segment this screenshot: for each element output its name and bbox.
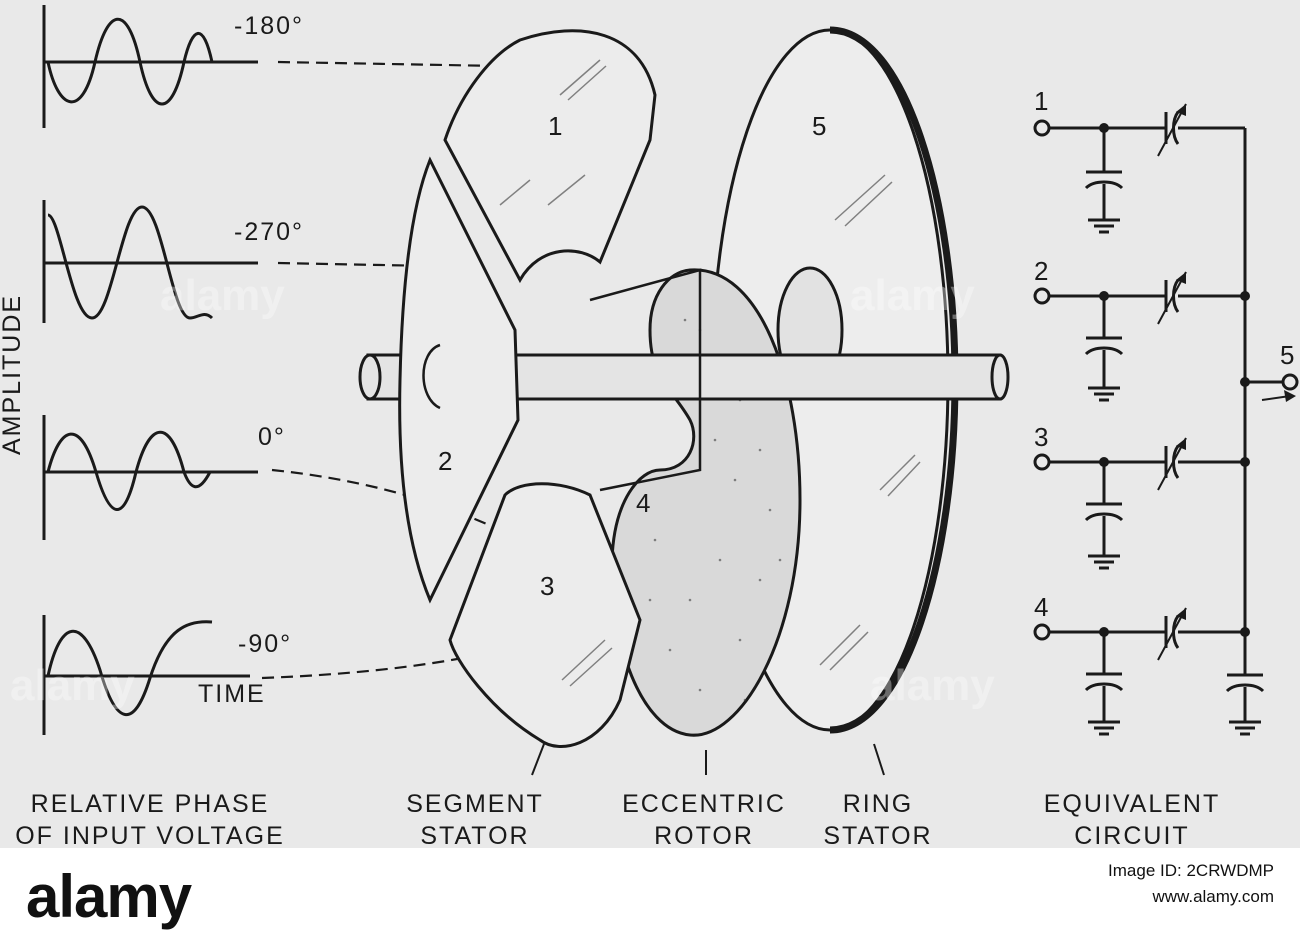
caption-equivalent-circuit-line1: EQUIVALENT xyxy=(1044,790,1221,818)
hatching xyxy=(499,59,921,687)
waveform-3 xyxy=(46,430,212,511)
caption-segment-stator-line2: STATOR xyxy=(420,822,529,848)
caption-equivalent-circuit-line2: CIRCUIT xyxy=(1074,822,1189,848)
phase-label-minus-270: -270° xyxy=(234,218,304,246)
segment-label-5: 5 xyxy=(812,111,826,141)
segment-stator-center xyxy=(589,268,702,492)
watermark-text-3: alamy xyxy=(10,661,135,710)
circuit-output-label-5: 5 xyxy=(1280,340,1294,370)
shaft-end-left xyxy=(358,353,382,401)
waveform-2 xyxy=(47,205,214,320)
circuit-terminal-label-2: 2 xyxy=(1034,256,1048,286)
input-terminal-1 xyxy=(1033,119,1051,137)
watermark-text-1: alamy xyxy=(160,271,285,320)
amplitude-axis-label: AMPLITUDE xyxy=(0,294,26,455)
phase-label-minus-90: -90° xyxy=(238,630,292,658)
shaft-end-right xyxy=(990,353,1010,401)
footer-bar: alamy Image ID: 2CRWDMP www.alamy.com xyxy=(0,848,1300,939)
segment-label-1: 1 xyxy=(548,111,562,141)
segment-label-4: 4 xyxy=(636,488,650,518)
waveform-panel xyxy=(42,5,258,735)
footer-site[interactable]: www.alamy.com xyxy=(1152,887,1274,906)
footer-meta: Image ID: 2CRWDMP www.alamy.com xyxy=(1108,858,1274,910)
caption-eccentric-rotor-line2: ROTOR xyxy=(654,822,754,848)
arrow-minus-270-to-segment-2 xyxy=(277,261,433,268)
input-terminal-3 xyxy=(1033,453,1051,471)
caption-segment-stator-line1: SEGMENT xyxy=(406,790,544,818)
watermark-text-4: alamy xyxy=(870,661,995,710)
caption-ring-stator-line2: STATOR xyxy=(823,822,932,848)
caption-eccentric-rotor-line1: ECCENTRIC xyxy=(622,790,786,818)
arrow-minus-90-to-segment-4 xyxy=(261,589,656,680)
footer-image-id: Image ID: 2CRWDMP xyxy=(1108,861,1274,880)
circuit-terminal-label-1: 1 xyxy=(1034,86,1048,116)
watermark: alamy alamy alamy alamy xyxy=(10,271,995,710)
equivalent-circuit xyxy=(1033,103,1299,736)
segment-stator-blade-3 xyxy=(448,482,642,748)
waveform-4 xyxy=(46,620,213,716)
segment-stator-blade-1 xyxy=(443,29,657,284)
input-terminal-2 xyxy=(1033,287,1051,305)
segment-label-2: 2 xyxy=(438,446,452,476)
phase-shifter-diagram: AMPLITUDE -180° -270° 0° -90° TIME xyxy=(0,5,1299,848)
caption-relative-phase-line2: OF INPUT VOLTAGE xyxy=(15,822,285,848)
capacitor-assembly xyxy=(358,26,1010,748)
output-terminal xyxy=(1281,373,1299,391)
segment-stator-blade-2 xyxy=(398,156,520,604)
waveform-1 xyxy=(46,17,214,106)
caption-relative-phase-line1: RELATIVE PHASE xyxy=(31,790,270,818)
segment-label-3: 3 xyxy=(540,571,554,601)
circuit-terminal-label-4: 4 xyxy=(1034,592,1048,622)
phase-label-zero: 0° xyxy=(258,423,286,451)
footer-logo[interactable]: alamy xyxy=(26,863,192,930)
rotation-arrow xyxy=(422,343,441,410)
phase-label-minus-180: -180° xyxy=(234,12,304,40)
figure: AMPLITUDE -180° -270° 0° -90° TIME xyxy=(0,5,1299,848)
caption-ring-stator-line1: RING xyxy=(843,790,914,818)
arrow-minus-180-to-segment-1 xyxy=(277,60,501,68)
input-terminal-4 xyxy=(1033,623,1051,641)
time-axis-label: TIME xyxy=(198,680,266,708)
circuit-terminal-label-3: 3 xyxy=(1034,422,1048,452)
watermark-text-2: alamy xyxy=(850,271,975,320)
caption-pointers xyxy=(531,743,885,776)
circuit-junctions xyxy=(1099,104,1296,637)
